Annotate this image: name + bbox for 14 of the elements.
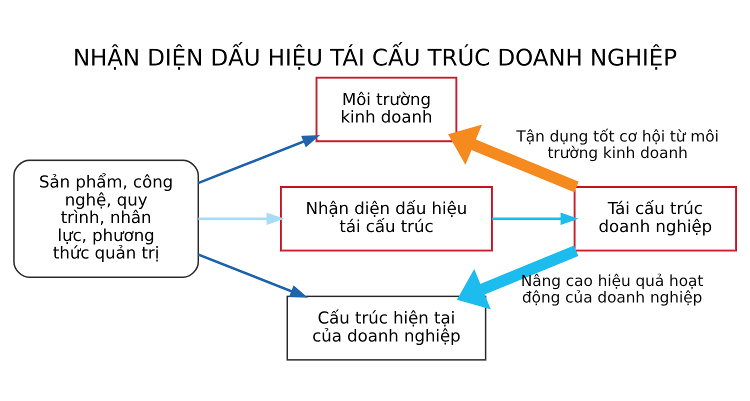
node-box: Nhận diện dấu hiệu tái cấu trúc: [280, 186, 493, 252]
arrow: [198, 134, 320, 184]
arrow: [198, 212, 284, 225]
node-box: Cấu trúc hiện tại của doanh nghiệp: [286, 295, 486, 360]
diagram-title: NHẬN DIỆN DẤU HIỆU TÁI CẤU TRÚC DOANH NGHIỆP: [72, 44, 678, 71]
node-box: Tái cấu trúc doanh nghiệp: [574, 186, 737, 252]
node-box: Sản phẩm, công nghệ, quy trình, nhân lực, phương thức quản trị: [13, 159, 200, 278]
arrow: [448, 124, 579, 192]
edge-label: Tận dụng tốt cơ hội từ môi trường kinh doanh: [516, 127, 719, 162]
arrow: [456, 244, 578, 309]
arrow: [198, 252, 308, 298]
arrow: [492, 212, 578, 225]
edge-label: Nâng cao hiệu quả hoạt động của doanh nghiệp: [520, 271, 704, 306]
node-box: Môi trường kinh doanh: [316, 76, 458, 142]
